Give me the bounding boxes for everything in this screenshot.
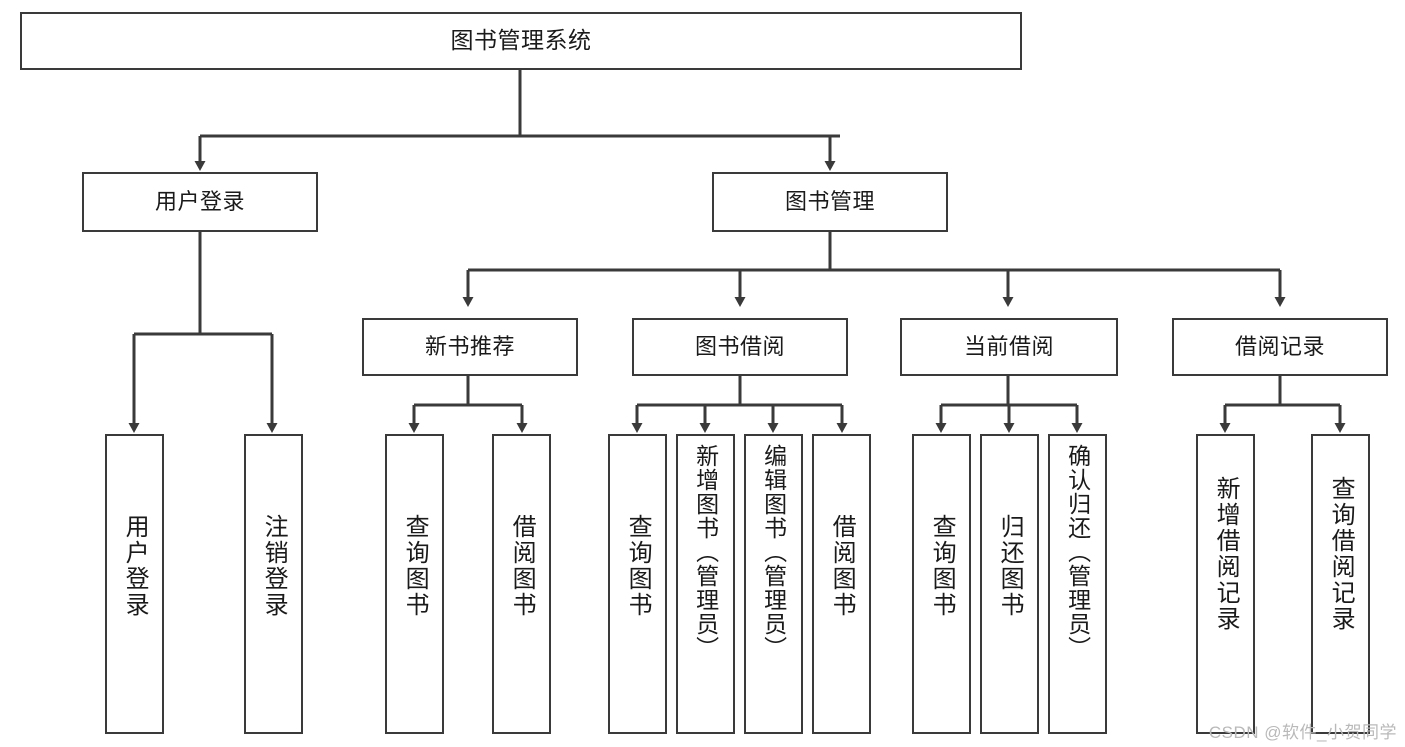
- node-leaf-user-logout-label: 注销登录: [260, 514, 288, 618]
- node-leaf-cur-confirm-label: 确认归还（管理员）: [1064, 444, 1091, 660]
- watermark-text: CSDN @软件_小贺同学: [1208, 723, 1397, 742]
- node-leaf-cur-query[interactable]: 查询图书: [912, 434, 971, 734]
- node-leaf-borrow-query[interactable]: 查询图书: [608, 434, 667, 734]
- node-leaf-rec-query[interactable]: 查询图书: [385, 434, 444, 734]
- node-leaf-borrow-edit-label: 编辑图书（管理员）: [760, 444, 787, 660]
- node-leaf-cur-return[interactable]: 归还图书: [980, 434, 1039, 734]
- node-leaf-rec-query2-label: 查询借阅记录: [1327, 476, 1355, 632]
- node-current-borrow-label: 当前借阅: [963, 333, 1054, 359]
- node-leaf-borrow-query-label: 查询图书: [624, 514, 652, 618]
- node-leaf-rec-query2[interactable]: 查询借阅记录: [1311, 434, 1370, 734]
- node-leaf-rec-borrow-label: 借阅图书: [508, 514, 536, 618]
- node-leaf-cur-return-label: 归还图书: [996, 514, 1024, 618]
- node-leaf-cur-query-label: 查询图书: [928, 514, 956, 618]
- node-leaf-rec-add[interactable]: 新增借阅记录: [1196, 434, 1255, 734]
- node-root-label: 图书管理系统: [450, 27, 592, 54]
- node-book-borrow[interactable]: 图书借阅: [632, 318, 848, 376]
- node-leaf-rec-add-label: 新增借阅记录: [1212, 476, 1240, 632]
- node-leaf-borrow-add[interactable]: 新增图书（管理员）: [676, 434, 735, 734]
- node-leaf-borrow-edit[interactable]: 编辑图书（管理员）: [744, 434, 803, 734]
- node-leaf-cur-confirm[interactable]: 确认归还（管理员）: [1048, 434, 1107, 734]
- node-borrow-record[interactable]: 借阅记录: [1172, 318, 1388, 376]
- node-borrow-record-label: 借阅记录: [1234, 333, 1325, 359]
- node-new-book-rec[interactable]: 新书推荐: [362, 318, 578, 376]
- node-leaf-borrow-lend-label: 借阅图书: [828, 514, 856, 618]
- node-current-borrow[interactable]: 当前借阅: [900, 318, 1118, 376]
- node-book-borrow-label: 图书借阅: [694, 333, 785, 359]
- node-leaf-user-logout[interactable]: 注销登录: [244, 434, 303, 734]
- node-book-manage-label: 图书管理: [784, 188, 875, 214]
- node-leaf-borrow-add-label: 新增图书（管理员）: [692, 444, 719, 660]
- node-user-login[interactable]: 用户登录: [82, 172, 318, 232]
- node-leaf-user-login-label: 用户登录: [121, 514, 149, 618]
- node-leaf-borrow-lend[interactable]: 借阅图书: [812, 434, 871, 734]
- node-leaf-user-login[interactable]: 用户登录: [105, 434, 164, 734]
- node-book-manage[interactable]: 图书管理: [712, 172, 948, 232]
- node-root[interactable]: 图书管理系统: [20, 12, 1022, 70]
- node-leaf-rec-borrow[interactable]: 借阅图书: [492, 434, 551, 734]
- node-new-book-rec-label: 新书推荐: [424, 333, 515, 359]
- node-user-login-label: 用户登录: [154, 188, 245, 214]
- node-leaf-rec-query-label: 查询图书: [401, 514, 429, 618]
